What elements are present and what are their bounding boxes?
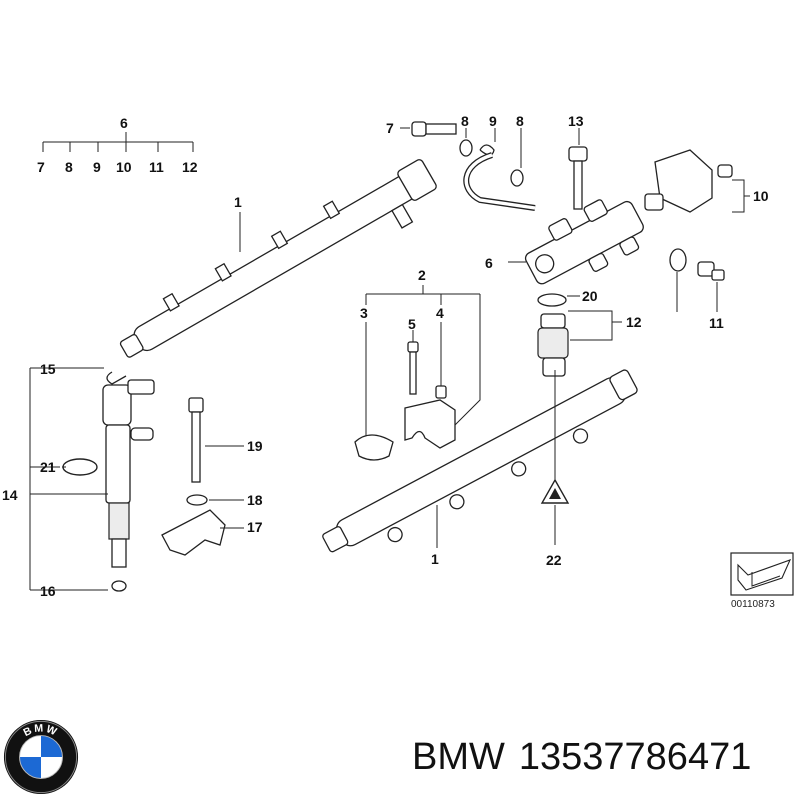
legend-bracket-6: [42, 132, 194, 152]
callout-1-bottom: 1: [431, 551, 439, 567]
regulator-block-6: [524, 199, 644, 285]
pressure-valve-10: [644, 149, 733, 213]
callout-19: 19: [247, 438, 263, 454]
callout-8-right-a: 8: [461, 113, 469, 129]
callout-9-right: 9: [489, 113, 497, 129]
washer-18: [186, 494, 208, 506]
washer-8-a: [459, 139, 473, 157]
callout-11-top: 11: [149, 159, 164, 175]
washer-8-b: [510, 169, 524, 187]
reference-code: 00110873: [731, 599, 775, 610]
bolt-5: [407, 341, 419, 395]
callout-13: 13: [568, 113, 584, 129]
bmw-logo-text: BMW: [22, 722, 59, 739]
injector: [102, 371, 155, 592]
callout-15: 15: [40, 361, 56, 377]
o-ring-21: [62, 458, 98, 476]
callout-16: 16: [40, 583, 56, 599]
seal-ring-20: [537, 293, 567, 307]
brand-label: BMW: [412, 736, 505, 778]
bolt-4: [435, 385, 447, 399]
bolt-7: [411, 121, 457, 137]
washer-8-c: [669, 248, 687, 272]
callout-14: 14: [2, 487, 18, 503]
callout-11-right: 11: [709, 315, 724, 331]
callout-6-right: 6: [485, 255, 493, 271]
bolt-13: [568, 146, 588, 210]
callout-5: 5: [408, 316, 416, 332]
callout-8-top: 8: [65, 159, 73, 175]
callout-18: 18: [247, 492, 263, 508]
leader-bracket-2: [365, 285, 481, 438]
leader-bracket-14: [29, 367, 108, 591]
callout-9-top: 9: [93, 159, 101, 175]
bolt-11: [697, 261, 725, 281]
part-caption: BMW 13537786471: [412, 736, 765, 779]
callout-7-right: 7: [386, 120, 394, 136]
leader-block-group: [400, 127, 750, 312]
callout-1-top: 1: [234, 194, 242, 210]
svg-text:BMW: BMW: [22, 722, 61, 739]
callout-3: 3: [360, 305, 368, 321]
warning-label-mark: [549, 488, 561, 499]
orientation-box: [730, 552, 794, 596]
fuel-rail-lower: [322, 369, 638, 553]
callout-10-right: 10: [753, 188, 769, 204]
bolt-19: [188, 397, 204, 483]
bmw-logo: BMW: [3, 719, 79, 795]
callout-12-top: 12: [182, 159, 198, 175]
callout-17: 17: [247, 519, 263, 535]
callout-7-top: 7: [37, 159, 45, 175]
callout-21: 21: [40, 459, 56, 475]
fitting-9: [479, 144, 495, 156]
callout-6-top: 6: [120, 115, 128, 131]
holder-bracket: [404, 399, 456, 449]
leader-12-20: [567, 295, 622, 341]
fuel-rail-upper: [119, 159, 437, 358]
callout-2: 2: [418, 267, 426, 283]
callout-12-right: 12: [626, 314, 642, 330]
callout-20: 20: [582, 288, 598, 304]
callout-4: 4: [436, 305, 444, 321]
part-number: 13537786471: [518, 736, 752, 778]
callout-10-top: 10: [116, 159, 132, 175]
callout-22: 22: [546, 552, 562, 568]
pressure-sensor-12: [537, 313, 569, 377]
callout-8-right-b: 8: [516, 113, 524, 129]
clamp-17: [161, 509, 226, 556]
clip-3: [354, 434, 394, 461]
